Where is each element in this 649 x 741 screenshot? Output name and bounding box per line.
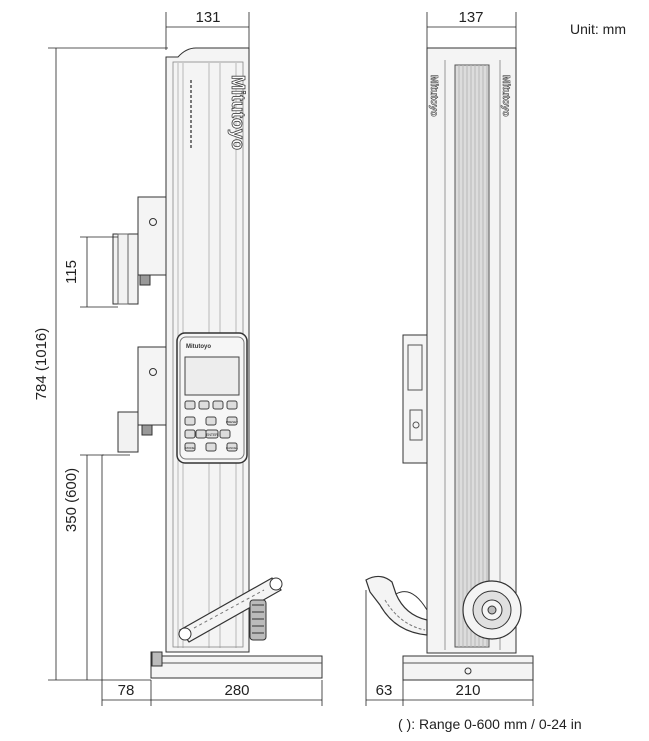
key-enter-label: ENTER (206, 433, 218, 437)
display-screen (184, 356, 240, 396)
side-display-unit (402, 334, 428, 464)
dim-side-width: 137 (458, 9, 483, 26)
lower-slider (137, 346, 167, 426)
display-unit: Mitutoyo ENTER PRESET MODE CA (176, 332, 248, 464)
front-base (150, 651, 323, 679)
dim-base-front: 280 (224, 682, 249, 699)
dim-slider-height: 115 (63, 260, 80, 284)
dim-measuring-height: 350 (600) (63, 468, 80, 532)
brand-logo-side-left: Mitutoyo (428, 75, 439, 117)
side-view: 137 Mitutoyo Mitutoyo (365, 9, 534, 706)
front-view: 131 Mitutoyo 115 Mitut (33, 9, 323, 706)
brand-logo-side-right: Mitutoyo (500, 75, 511, 117)
key-mode-label: MODE (186, 446, 195, 450)
unit-label: Unit: mm (570, 21, 626, 37)
dim-front-width: 131 (195, 9, 220, 26)
range-note: ( ): Range 0-600 mm / 0-24 in (398, 716, 582, 732)
dim-overhang-front: 78 (118, 682, 135, 699)
key-preset-label: PRESET (226, 420, 238, 424)
dim-base-side: 210 (455, 682, 480, 699)
brand-logo-front: Mitutoyo (228, 75, 248, 150)
display-keys (184, 400, 238, 452)
side-column-fins (454, 64, 490, 648)
upper-slider (137, 196, 167, 276)
side-handle (365, 575, 428, 636)
front-hand-crank (178, 577, 283, 643)
side-fine-adjust-knob (462, 580, 522, 640)
display-brand: Mitutoyo (186, 344, 211, 350)
key-cancel-label: CANCEL (226, 446, 239, 450)
dim-height-total: 784 (1016) (33, 328, 50, 401)
dim-overhang-side: 63 (376, 682, 393, 699)
